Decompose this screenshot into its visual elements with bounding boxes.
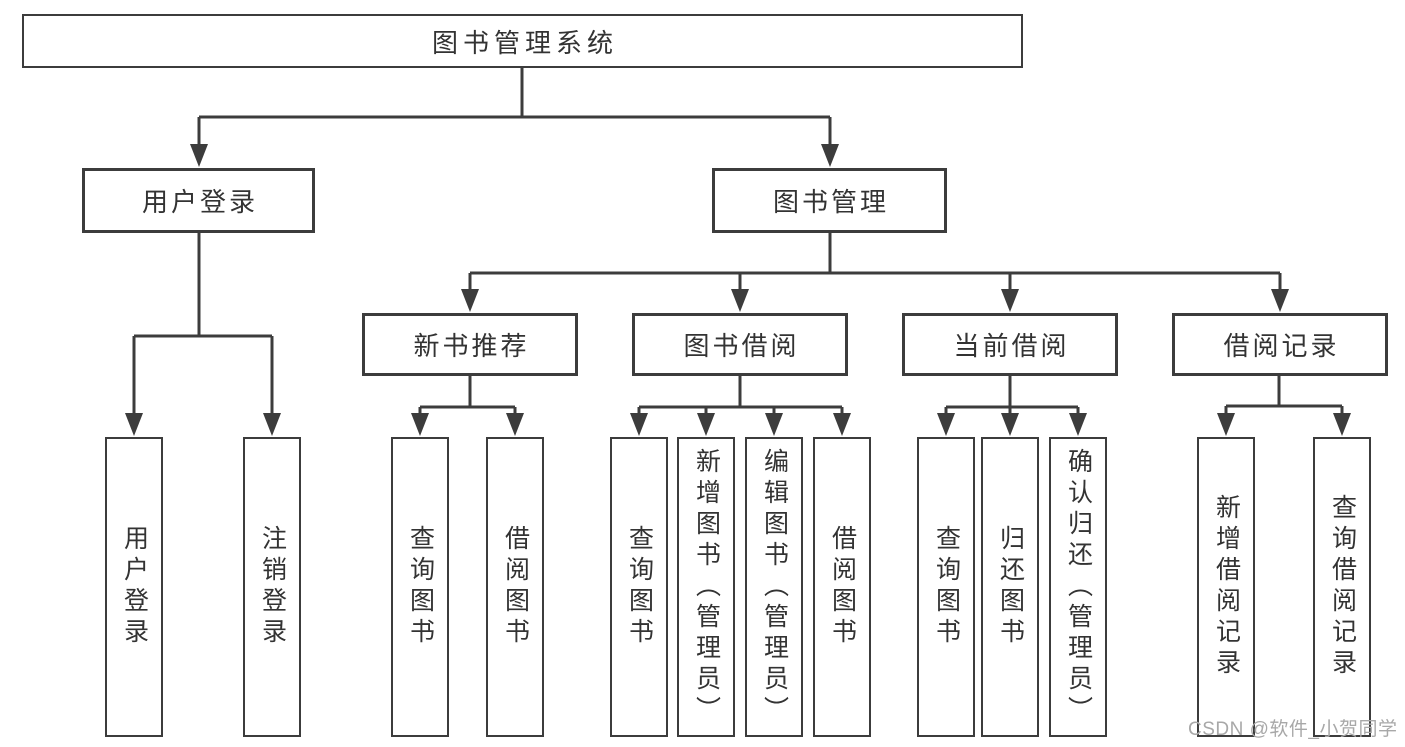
leaf-user-login: 用户登录 xyxy=(105,437,163,737)
node-book-management-label: 图书管理 xyxy=(772,187,889,217)
node-user-login: 用户登录 xyxy=(82,168,315,233)
node-current-borrowing-label: 当前借阅 xyxy=(953,331,1070,361)
node-library-system: 图书管理系统 xyxy=(22,14,1023,68)
leaf-return-books-label: 归还图书 xyxy=(996,525,1025,649)
leaf-edit-books-admin-label: 编辑图书（管理员） xyxy=(760,447,789,727)
leaf-edit-books-admin: 编辑图书（管理员） xyxy=(745,437,803,737)
node-library-system-label: 图书管理系统 xyxy=(431,27,618,58)
leaf-return-books: 归还图书 xyxy=(981,437,1039,737)
leaf-query-books-current-label: 查询图书 xyxy=(932,525,961,649)
leaf-logout: 注销登录 xyxy=(243,437,301,737)
node-book-borrowing-label: 图书借阅 xyxy=(683,331,800,361)
leaf-borrow-books-recommend-label: 借阅图书 xyxy=(501,525,530,649)
leaf-add-borrow-record: 新增借阅记录 xyxy=(1197,437,1255,737)
node-borrow-records-label: 借阅记录 xyxy=(1223,331,1340,361)
leaf-confirm-return-admin-label: 确认归还（管理员） xyxy=(1064,447,1093,727)
node-book-management: 图书管理 xyxy=(712,168,947,233)
leaf-query-books-borrowing: 查询图书 xyxy=(610,437,668,737)
leaf-query-borrow-record: 查询借阅记录 xyxy=(1313,437,1371,737)
node-new-book-recommend-label: 新书推荐 xyxy=(413,331,530,361)
leaf-query-books-recommend-label: 查询图书 xyxy=(406,525,435,649)
watermark-csdn: CSDN @软件_小贺同学 xyxy=(1188,719,1398,740)
leaf-user-login-label: 用户登录 xyxy=(120,525,149,649)
node-book-borrowing: 图书借阅 xyxy=(632,313,848,376)
leaf-logout-label: 注销登录 xyxy=(258,525,287,649)
node-new-book-recommend: 新书推荐 xyxy=(362,313,578,376)
leaf-query-books-current: 查询图书 xyxy=(917,437,975,737)
leaf-query-books-borrowing-label: 查询图书 xyxy=(625,525,654,649)
leaf-borrow-books-recommend: 借阅图书 xyxy=(486,437,544,737)
leaf-add-books-admin-label: 新增图书（管理员） xyxy=(692,447,721,727)
leaf-borrow-books-borrowing: 借阅图书 xyxy=(813,437,871,737)
leaf-confirm-return-admin: 确认归还（管理员） xyxy=(1049,437,1107,737)
node-user-login-label: 用户登录 xyxy=(141,187,258,217)
leaf-add-books-admin: 新增图书（管理员） xyxy=(677,437,735,737)
leaf-query-books-recommend: 查询图书 xyxy=(391,437,449,737)
node-current-borrowing: 当前借阅 xyxy=(902,313,1118,376)
leaf-add-borrow-record-label: 新增借阅记录 xyxy=(1212,494,1241,680)
node-borrow-records: 借阅记录 xyxy=(1172,313,1388,376)
leaf-borrow-books-borrowing-label: 借阅图书 xyxy=(828,525,857,649)
leaf-query-borrow-record-label: 查询借阅记录 xyxy=(1328,494,1357,680)
